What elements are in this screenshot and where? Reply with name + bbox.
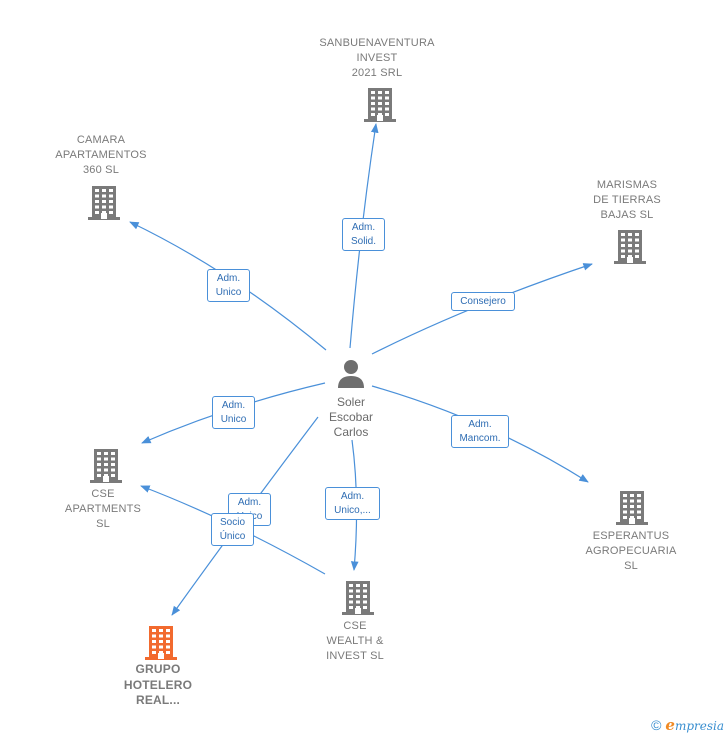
copyright-icon: © (651, 717, 662, 733)
company-name-cse-apartments[interactable]: CSE APARTMENTS SL (64, 488, 142, 530)
building-icon[interactable] (88, 184, 120, 220)
building-icon[interactable] (90, 447, 122, 483)
company-name-esperantus[interactable]: ESPERANTUS AGROPECUARIA SL (585, 530, 677, 572)
relation-label[interactable]: Socio Único (211, 513, 254, 546)
person-name[interactable]: Soler Escobar Carlos (328, 395, 374, 439)
company-name-camara[interactable]: CAMARA APARTAMENTOS 360 SL (55, 134, 147, 176)
building-icon[interactable] (342, 579, 374, 615)
relation-label[interactable]: Adm. Unico (212, 396, 255, 429)
person-icon[interactable] (336, 358, 366, 388)
building-icon[interactable] (616, 489, 648, 525)
brand-logo: empresia (665, 716, 724, 734)
relation-label[interactable]: Adm. Mancom. (451, 415, 509, 448)
relation-label[interactable]: Adm. Unico,... (325, 487, 380, 520)
company-name-grupo-hotelero[interactable]: GRUPO HOTELERO REAL... (123, 662, 193, 707)
company-name-sanbuenaventura[interactable]: SANBUENAVENTURA INVEST 2021 SRL (319, 37, 435, 79)
brand-footer: © empresia (651, 716, 724, 734)
company-name-marismas[interactable]: MARISMAS DE TIERRAS BAJAS SL (593, 179, 661, 221)
relation-label[interactable]: Adm. Solid. (342, 218, 385, 251)
building-icon[interactable] (614, 228, 646, 264)
company-name-cse-wealth[interactable]: CSE WEALTH & INVEST SL (326, 620, 384, 662)
relation-label[interactable]: Adm. Unico (207, 269, 250, 302)
building-icon[interactable] (145, 624, 177, 660)
building-icon[interactable] (364, 86, 396, 122)
relation-label[interactable]: Consejero (451, 292, 515, 311)
